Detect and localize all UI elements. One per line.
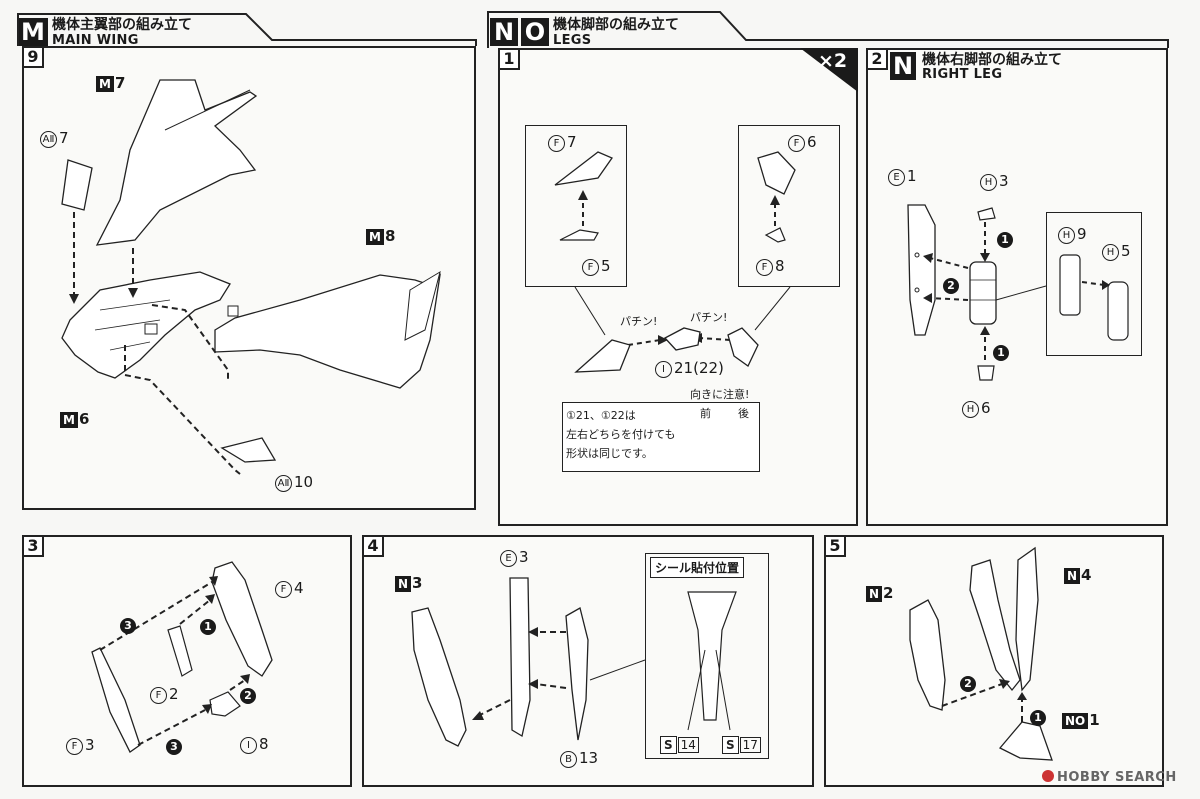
multiplier-label: ×2	[818, 50, 848, 72]
direction-note: 向きに注意!	[690, 388, 750, 401]
note-box	[562, 402, 760, 472]
front-label: 前	[700, 407, 711, 420]
step-number: 3	[22, 535, 44, 557]
section-title-m: 機体主翼部の組み立て	[52, 17, 192, 33]
sequence-mark-3a: 3	[120, 614, 136, 634]
section-title-right-leg: 機体右脚部の組み立て	[922, 52, 1062, 68]
sequence-mark-1d: 1	[1030, 706, 1046, 726]
section-badge-n: N	[490, 18, 518, 46]
sequence-mark-1b: 1	[993, 341, 1009, 361]
note-line-1: ①21、①22は	[566, 409, 636, 422]
detail-box-f7-f5	[525, 125, 627, 287]
section-title-legs: 機体脚部の組み立て	[553, 17, 679, 33]
back-label: 後	[738, 407, 749, 420]
sequence-mark-3b: 3	[166, 735, 182, 755]
watermark-logo-icon	[1042, 770, 1054, 782]
section-subtitle-m: MAIN WING	[52, 33, 139, 48]
section-badge-right-leg: N	[890, 52, 916, 80]
step-number: 4	[362, 535, 384, 557]
detail-box-f6-f8	[738, 125, 840, 287]
section-subtitle-legs: LEGS	[553, 33, 592, 48]
snap-text-1: パチン!	[620, 315, 658, 328]
note-line-2: 左右どちらを付けても	[566, 428, 676, 441]
sequence-mark-1: 1	[997, 228, 1013, 248]
sequence-mark-2b: 2	[240, 684, 256, 704]
watermark: HOBBY SEARCH	[1042, 770, 1177, 785]
step-number: 1	[498, 48, 520, 70]
section-badge-m: M	[18, 18, 48, 46]
sequence-mark-2c: 2	[960, 672, 976, 692]
sequence-mark-1c: 1	[200, 615, 216, 635]
step-number: 5	[824, 535, 846, 557]
step-number: 2	[866, 48, 888, 70]
section-subtitle-right-leg: RIGHT LEG	[922, 67, 1003, 82]
seal-title: シール貼付位置	[650, 557, 745, 578]
snap-text-2: パチン!	[690, 311, 728, 324]
section-badge-o: O	[521, 18, 549, 46]
sequence-mark-2: 2	[943, 274, 959, 294]
step-number: 9	[22, 46, 44, 68]
note-line-3: 形状は同じです。	[566, 447, 653, 460]
